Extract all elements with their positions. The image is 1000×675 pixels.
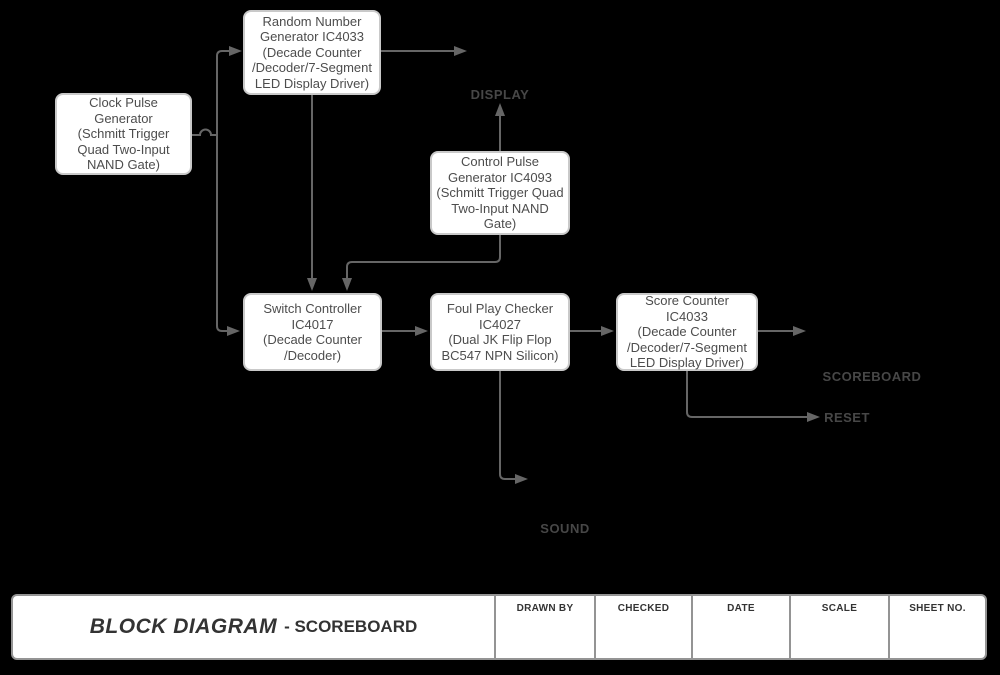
sound-label: SOUND: [540, 521, 590, 536]
connector-foul-to-sound: [499, 371, 528, 484]
title-subtitle: - SCOREBOARD: [284, 617, 418, 636]
clock-pulse-generator-box: Clock Pulse Generator (Schmitt Trigger Q…: [55, 93, 192, 175]
random-number-generator-box: Random Number Generator IC4033 (Decade C…: [243, 10, 381, 95]
connector-foul-to-score: [570, 326, 614, 336]
title-cell: BLOCK DIAGRAM - SCOREBOARD: [13, 596, 494, 658]
connector-score-to-reset: [686, 371, 820, 422]
connector-control-to-switch: [342, 235, 501, 291]
title-col-date: DATE: [691, 596, 789, 658]
title-block: BLOCK DIAGRAM - SCOREBOARD DRAWN BY CHEC…: [11, 594, 987, 660]
title-main: BLOCK DIAGRAM: [89, 615, 278, 638]
title-col-checked: CHECKED: [594, 596, 691, 658]
scoreboard-label: SCOREBOARD: [822, 369, 922, 384]
reset-label: RESET: [824, 410, 870, 425]
connector-clock-to-random-and-switch: [192, 46, 242, 336]
title-col-sheet-no: SHEET NO.: [888, 596, 985, 658]
title-col-drawn-by: DRAWN BY: [494, 596, 594, 658]
connector-control-to-display: [495, 103, 505, 151]
score-counter-box: Score Counter IC4033 (Decade Counter /De…: [616, 293, 758, 371]
switch-controller-box: Switch Controller IC4017 (Decade Counter…: [243, 293, 382, 371]
connector-random-to-switch: [307, 95, 317, 291]
connector-switch-to-foul: [382, 326, 428, 336]
connector-random-to-display-out: [381, 46, 467, 56]
display-label: DISPLAY: [470, 87, 530, 102]
title-col-scale: SCALE: [789, 596, 888, 658]
connector-score-to-scoreboard: [758, 326, 806, 336]
control-pulse-generator-box: Control Pulse Generator IC4093 (Schmitt …: [430, 151, 570, 235]
foul-play-checker-box: Foul Play Checker IC4027 (Dual JK Flip F…: [430, 293, 570, 371]
